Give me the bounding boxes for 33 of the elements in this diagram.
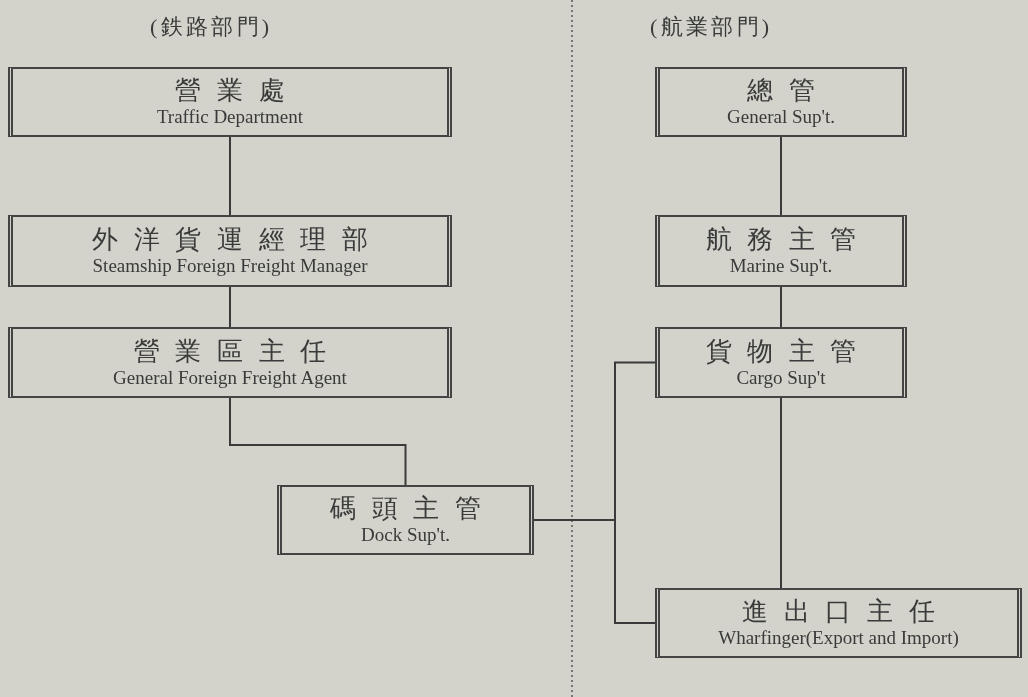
connector-line (533, 519, 656, 624)
section-heading: (航業部門) (650, 13, 773, 41)
chinese-title: 進出口主任 (741, 597, 951, 627)
chinese-title: 總管 (746, 76, 831, 106)
chinese-title: 航務主管 (704, 225, 872, 255)
english-title: Dock Sup't. (361, 524, 450, 546)
org-box (8, 215, 452, 287)
english-title: General Foreign Freight Agent (113, 366, 347, 389)
section-heading: (鉄路部門) (150, 13, 273, 41)
org-box (655, 67, 907, 137)
english-title: Marine Sup't. (729, 255, 833, 277)
english-title: Steamship Foreign Freight Manager (92, 255, 368, 277)
english-title: Wharfinger(Export and Import) (718, 627, 959, 649)
english-title: General Sup't. (727, 106, 835, 128)
chinese-title: 營業區主任 (132, 336, 342, 367)
org-box (655, 588, 1022, 658)
org-box (8, 327, 452, 398)
connector-line (229, 397, 407, 486)
org-box (277, 485, 534, 555)
chinese-title: 碼頭主管 (329, 494, 497, 524)
chinese-title: 貨物主管 (704, 336, 872, 367)
english-title: Cargo Sup't (736, 366, 826, 389)
org-box (655, 215, 907, 287)
chinese-title: 營業處 (174, 76, 301, 106)
org-box (8, 67, 452, 137)
connector-line (229, 286, 231, 328)
org-box (655, 327, 907, 398)
connector-line (780, 286, 782, 328)
english-title: Traffic Department (156, 106, 304, 128)
connector-line (229, 136, 231, 216)
connector-line (780, 136, 782, 216)
chinese-title: 外洋貨運經理部 (91, 225, 384, 255)
connector-line (780, 397, 782, 589)
